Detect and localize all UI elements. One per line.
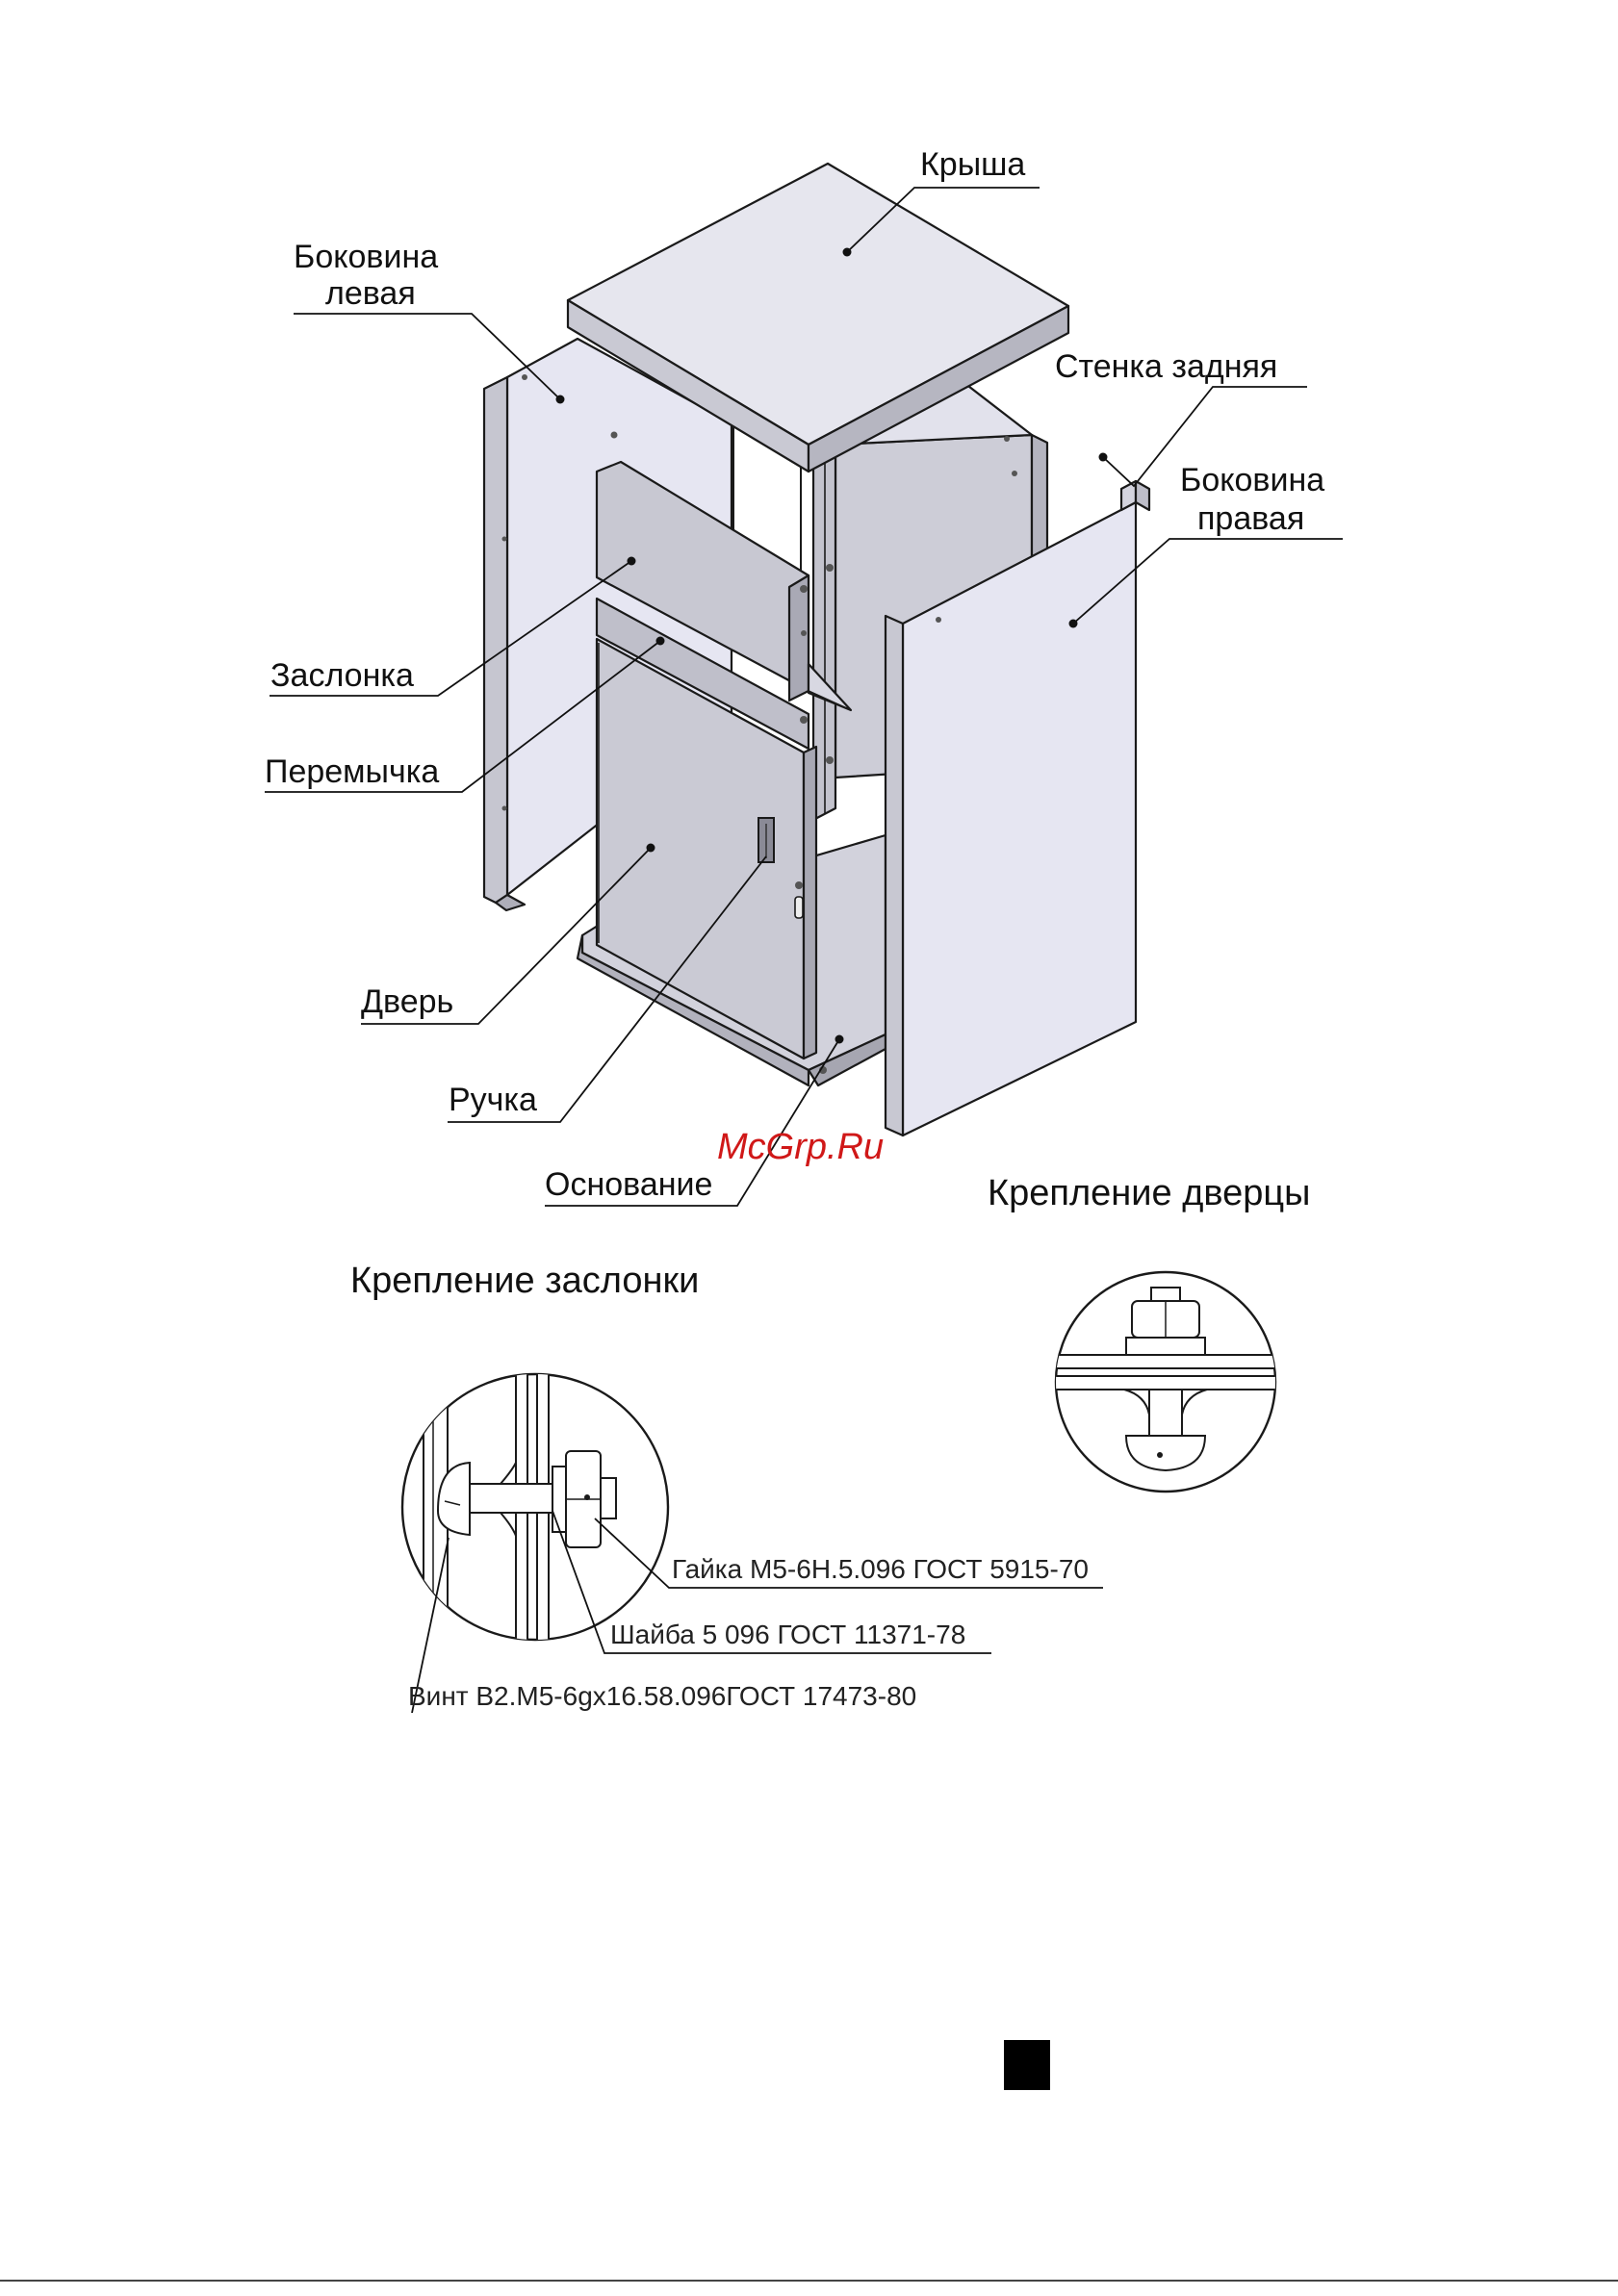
flap-mount-title: Крепление заслонки	[350, 1261, 699, 1301]
label-left-side-1: Боковина	[294, 239, 438, 275]
label-right-side-1: Боковина	[1180, 462, 1324, 498]
label-base: Основание	[545, 1166, 712, 1203]
label-roof: Крыша	[920, 146, 1025, 183]
spec-screw: Винт В2.М5-6gх16.58.096ГОСТ 17473-80	[408, 1681, 916, 1711]
page-marker-square	[1004, 2040, 1050, 2090]
spec-nut: Гайка М5-6Н.5.096 ГОСТ 5915-70	[672, 1554, 1089, 1584]
door-mount-detail	[1049, 1272, 1290, 1492]
label-door: Дверь	[361, 983, 453, 1020]
door-mount-title: Крепление дверцы	[988, 1173, 1310, 1213]
label-back-wall: Стенка задняя	[1055, 348, 1277, 385]
cabinet-exploded-view	[484, 164, 1149, 1135]
label-right-side-2: правая	[1197, 500, 1304, 537]
spec-washer: Шайба 5 096 ГОСТ 11371-78	[610, 1620, 965, 1649]
label-crossbar: Перемычка	[265, 753, 439, 790]
watermark-text: McGrp.Ru	[717, 1127, 884, 1167]
label-handle: Ручка	[449, 1082, 537, 1118]
label-flap: Заслонка	[270, 657, 414, 694]
label-left-side-2: левая	[325, 275, 416, 312]
